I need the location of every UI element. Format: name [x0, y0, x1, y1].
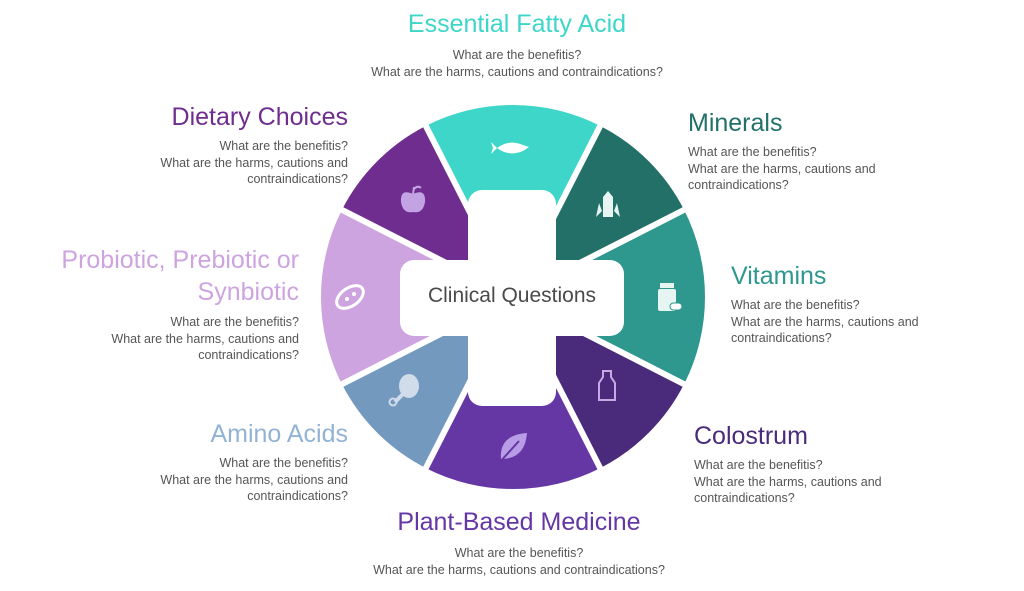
fish-icon	[491, 142, 529, 154]
question-line: contraindications?	[694, 491, 795, 505]
topic-minerals: Minerals What are the benefitis? What are…	[688, 108, 876, 194]
topic-title: Minerals	[688, 109, 783, 137]
topic-title: Vitamins	[731, 262, 827, 290]
topic-title: Dietary Choices	[171, 103, 348, 131]
crystal-icon	[596, 191, 620, 217]
question-line: What are the benefitis?	[219, 139, 348, 153]
drumstick-icon	[388, 374, 419, 407]
question-line: What are the benefitis?	[170, 315, 299, 329]
milk-bottle-icon	[598, 370, 616, 401]
question-line: contraindications?	[731, 331, 832, 345]
question-line: What are the benefitis?	[731, 298, 860, 312]
question-line: What are the harms, cautions and	[694, 474, 882, 489]
topic-essential-fatty-acid: Essential Fatty Acid What are the benefi…	[317, 9, 717, 80]
topic-probiotic: Probiotic, Prebiotic or Synbiotic What ar…	[61, 244, 299, 364]
question-line: What are the harms, cautions and contrai…	[373, 562, 665, 577]
question-line: contraindications?	[247, 489, 348, 503]
topic-title: Synbiotic	[197, 278, 299, 306]
topic-title: Essential Fatty Acid	[407, 10, 627, 38]
center-label: Clinical Questions	[427, 284, 597, 307]
question-line: What are the benefitis?	[694, 458, 823, 472]
topic-dietary-choices: Dietary Choices What are the benefitis? W…	[160, 102, 348, 188]
question-line: What are the harms, cautions and contrai…	[371, 64, 663, 79]
topic-title: Plant-Based Medicine	[397, 508, 641, 536]
bacteria-icon	[335, 284, 365, 310]
question-line: What are the harms, cautions and	[111, 331, 299, 346]
topic-colostrum: Colostrum What are the benefitis? What ar…	[694, 421, 882, 507]
topic-title: Colostrum	[694, 422, 808, 450]
question-line: What are the benefitis?	[688, 145, 817, 159]
leaf-icon	[498, 433, 527, 464]
question-line: What are the benefitis?	[454, 546, 584, 560]
topic-plant-based-medicine: Plant-Based Medicine What are the benefi…	[319, 507, 719, 578]
apple-icon	[400, 185, 426, 213]
question-line: contraindications?	[688, 178, 789, 192]
topic-title: Amino Acids	[210, 420, 348, 448]
pill-bottle-icon	[658, 283, 683, 311]
topic-vitamins: Vitamins What are the benefitis? What are…	[731, 261, 919, 347]
question-line: What are the harms, cautions and	[731, 314, 919, 329]
question-line: What are the benefitis?	[452, 48, 582, 62]
topic-amino-acids: Amino Acids What are the benefitis? What …	[160, 419, 348, 505]
topic-title: Probiotic, Prebiotic or	[61, 246, 299, 274]
question-line: What are the harms, cautions and	[688, 161, 876, 176]
question-line: What are the harms, cautions and	[160, 472, 348, 487]
question-line: contraindications?	[247, 172, 348, 186]
question-line: What are the harms, cautions and	[160, 155, 348, 170]
question-line: contraindications?	[198, 348, 299, 362]
question-line: What are the benefitis?	[219, 456, 348, 470]
center-hole	[400, 260, 624, 336]
